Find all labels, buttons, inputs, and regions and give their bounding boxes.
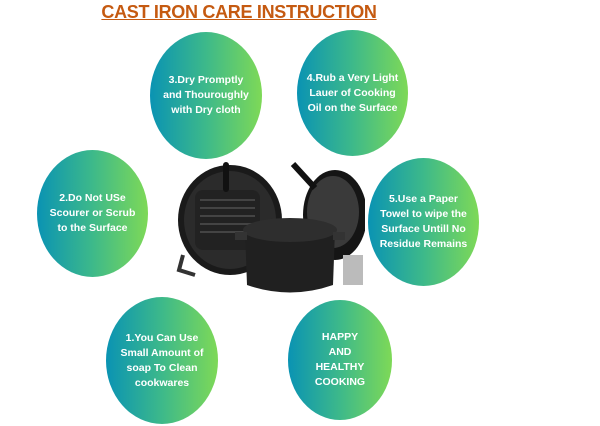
- step-1-bubble: 1.You Can Use Small Amount of soap To Cl…: [106, 297, 218, 424]
- step-5-bubble: 5.Use a Paper Towel to wipe the Surface …: [368, 158, 479, 286]
- step-2-bubble: 2.Do Not USe Scourer or Scrub to the Sur…: [37, 150, 148, 277]
- cast-iron-cookware-image: [176, 161, 365, 293]
- chainmail-scrubber: [343, 255, 363, 285]
- step-3-bubble: 3.Dry Promptly and Thouroughly with Dry …: [150, 32, 262, 159]
- page-title: CAST IRON CARE INSTRUCTION: [101, 2, 377, 22]
- dutch-oven: [245, 224, 335, 293]
- closing-bubble: HAPPY AND HEALTHY COOKING: [288, 300, 392, 420]
- step-4-bubble: 4.Rub a Very Light Lauer of Cooking Oil …: [297, 30, 408, 156]
